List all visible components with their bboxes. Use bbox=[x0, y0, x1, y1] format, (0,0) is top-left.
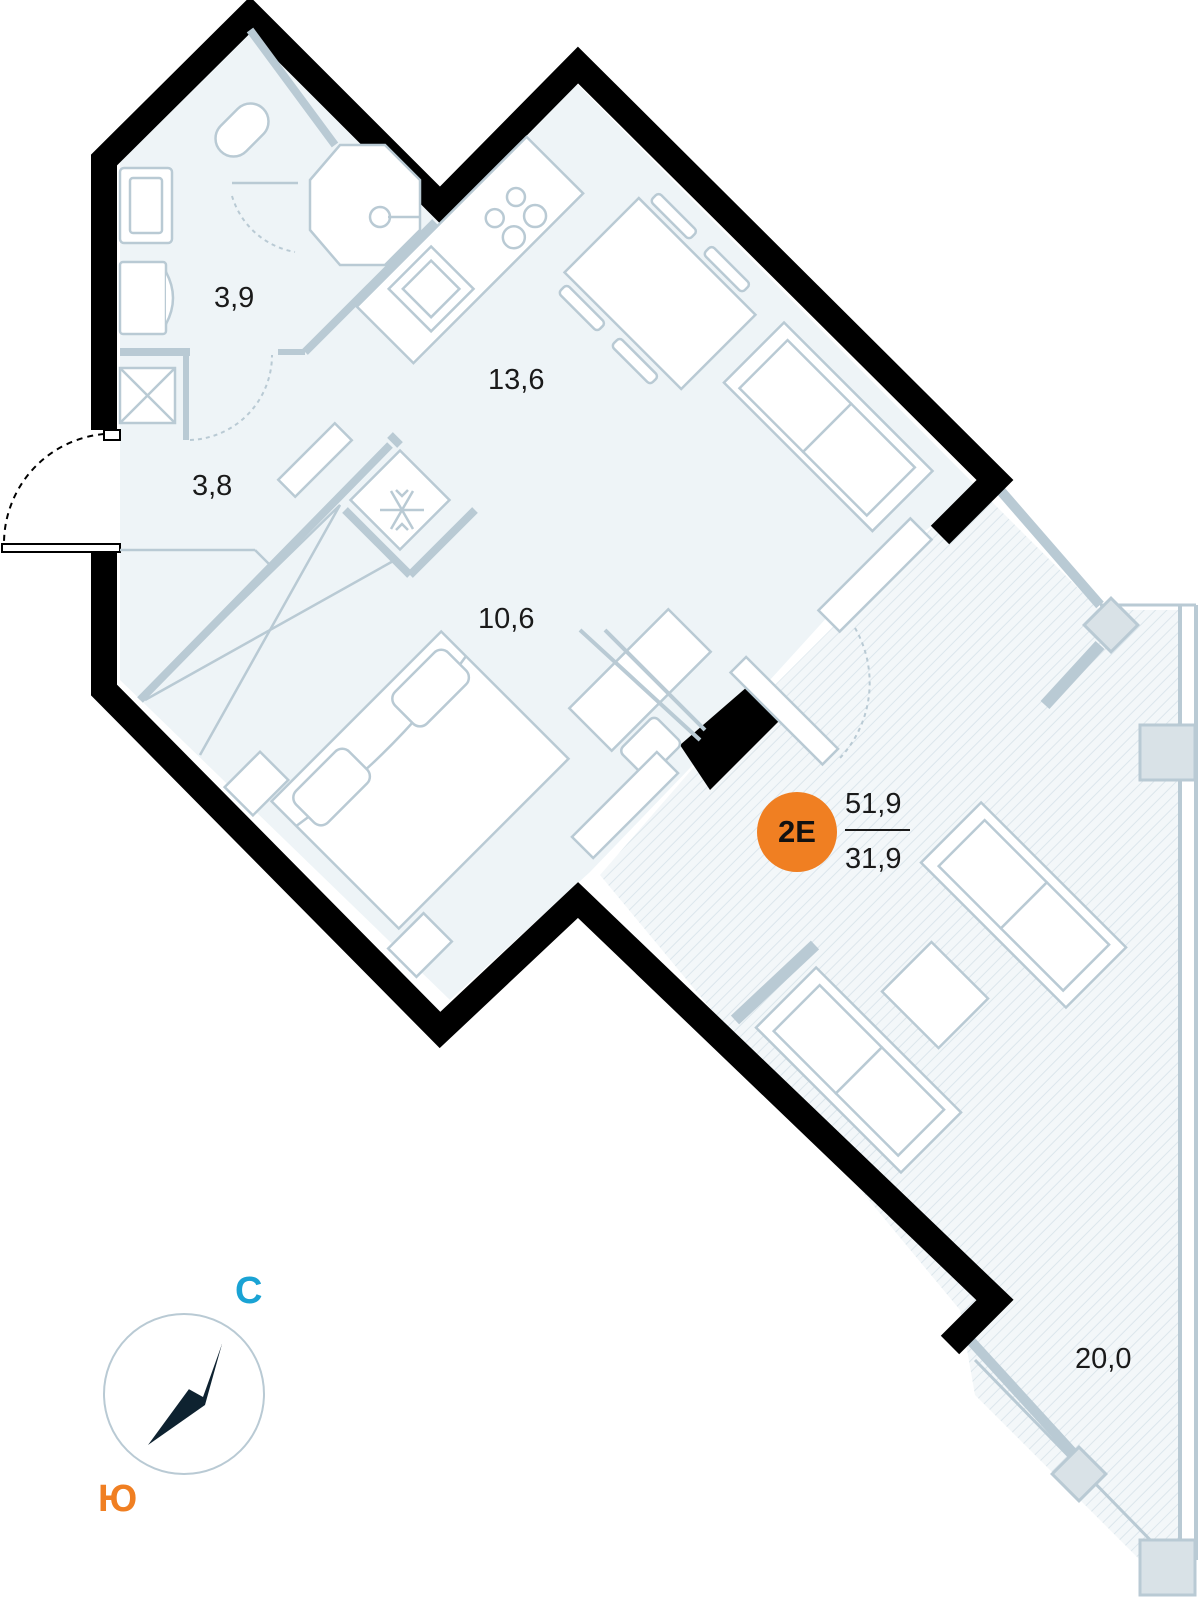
snowflake-icon bbox=[380, 489, 424, 531]
unit-code-badge: 2E bbox=[757, 792, 837, 872]
bathroom-floor bbox=[120, 28, 440, 350]
door-swings bbox=[189, 195, 871, 759]
wall-segments bbox=[680, 680, 785, 790]
entrance-door bbox=[1, 429, 121, 553]
compass-needle-icon bbox=[148, 1344, 222, 1445]
room-area-hallway: 3,8 bbox=[192, 470, 233, 502]
partitions bbox=[120, 27, 478, 703]
furniture bbox=[118, 102, 1128, 1175]
total-area: 51,9 bbox=[845, 788, 902, 820]
compass-south-label: Ю bbox=[98, 1478, 138, 1520]
compass bbox=[103, 1313, 265, 1475]
room-area-bathroom: 3,9 bbox=[214, 282, 255, 314]
living-area: 31,9 bbox=[845, 843, 902, 875]
walls bbox=[91, 0, 1014, 1355]
terrace-columns bbox=[1050, 596, 1197, 1597]
compass-north-label: С bbox=[235, 1270, 263, 1312]
room-area-terrace: 20,0 bbox=[1075, 1343, 1132, 1375]
fraction-line bbox=[845, 829, 910, 831]
room-area-kitchen-living: 13,6 bbox=[488, 364, 545, 396]
room-area-bedroom: 10,6 bbox=[478, 603, 535, 635]
